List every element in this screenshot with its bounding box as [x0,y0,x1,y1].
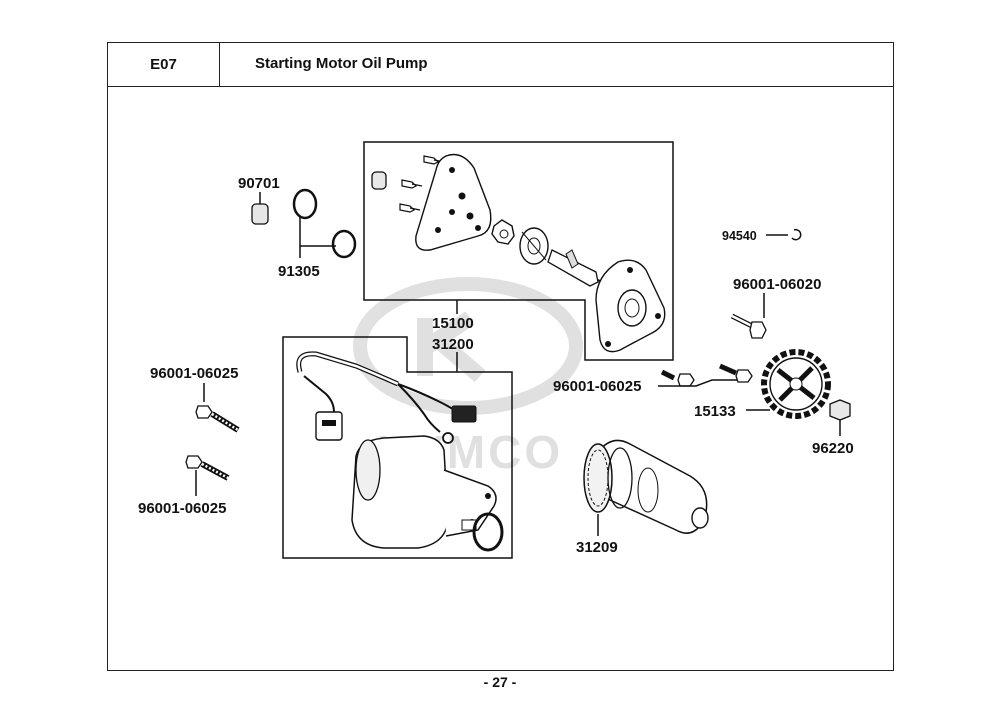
label-90701: 90701 [238,175,280,192]
watermark-k-mark [417,311,486,383]
label-91305: 91305 [278,263,320,280]
bolt-96001-06025-left-bottom [185,455,230,496]
header-divider [107,86,894,87]
label-96001-06025-mid: 96001-06025 [553,378,641,395]
label-94540: 94540 [722,229,757,243]
pump-assembly-box [363,141,674,361]
leader-lines [259,192,599,536]
section-title: Starting Motor Oil Pump [255,55,428,72]
motor-assembly-box [282,336,513,559]
label-96220: 96220 [812,440,854,457]
ring-terminal [442,432,454,444]
pump-cover [595,259,666,353]
nut-96220 [829,399,851,436]
connector-small [451,405,477,423]
bolts-96001-06025-mid [658,363,753,387]
label-96001-06020: 96001-06020 [733,276,821,293]
bolt-96001-06020 [730,293,767,339]
o-rings-91305 [292,188,357,259]
page-number: - 27 - [483,674,517,690]
motor-o-ring [472,512,504,552]
bolt-96001-06025-left-top [195,383,240,433]
small-bolts [399,155,445,213]
dowel-90701 [251,203,269,225]
starter-motor-body [351,435,497,549]
label-15100: 15100 [432,315,474,332]
label-15133: 15133 [694,403,736,420]
starter-clutch-31209 [583,439,709,534]
pump-rotor [519,227,549,265]
label-96001-06025-left-top: 96001-06025 [150,365,238,382]
sprocket-15133 [746,349,831,419]
connector-large [315,411,343,441]
diagram-frame [107,42,894,671]
bracket-plate [415,153,492,251]
label-31209: 31209 [576,539,618,556]
label-96001-06025-left-bottom: 96001-06025 [138,500,226,517]
drive-gear [491,219,515,245]
circlip-94540 [766,228,802,241]
label-31200: 31200 [432,336,474,353]
dowel-pin [371,171,387,190]
